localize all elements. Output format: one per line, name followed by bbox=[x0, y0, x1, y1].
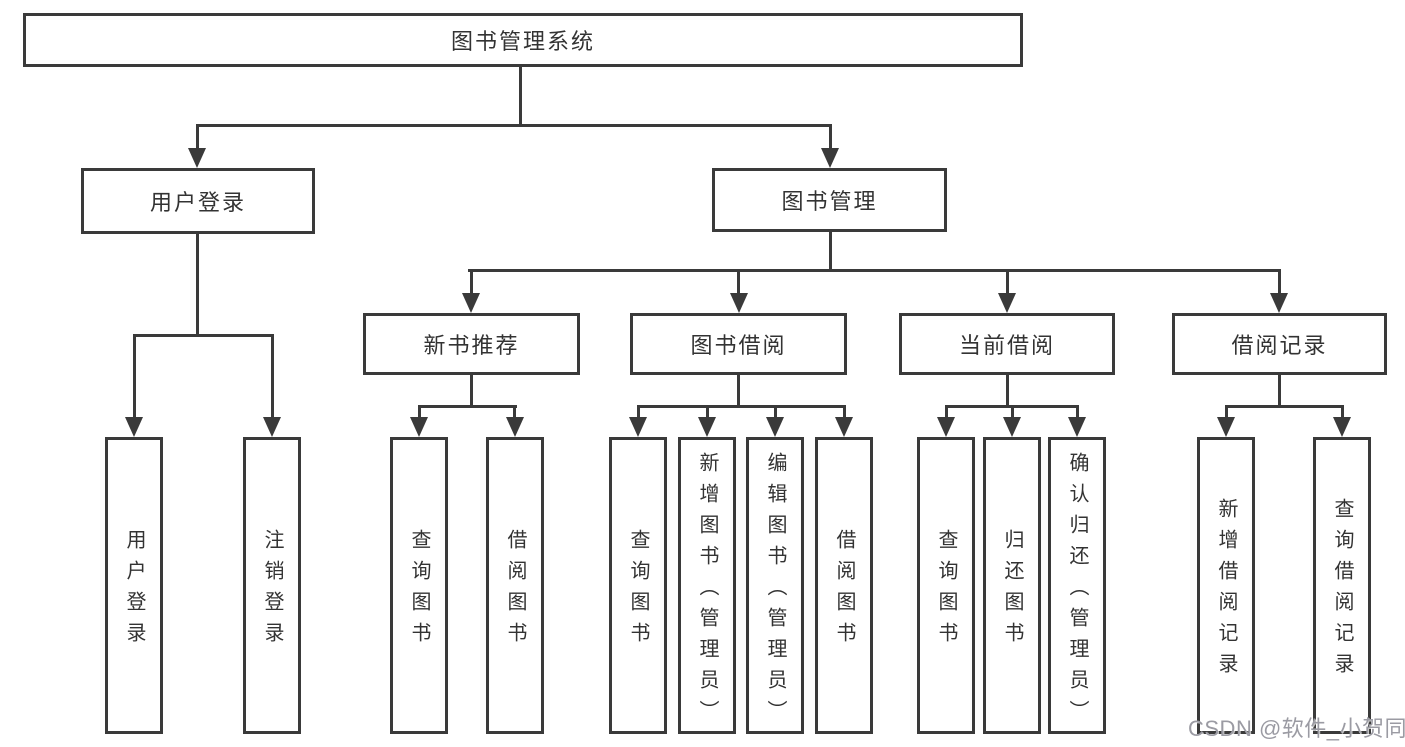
leaf-logout-login: 注销登录 bbox=[243, 437, 301, 734]
connector-drop bbox=[1341, 405, 1344, 419]
leaf-query-books-recommend: 查询图书 bbox=[390, 437, 448, 734]
arrow-down-icon bbox=[1270, 293, 1288, 313]
node-book-borrow: 图书借阅 bbox=[630, 313, 847, 375]
leaf-confirm-return-admin-label: 确认归还（管理员） bbox=[1066, 451, 1088, 731]
connector-drop bbox=[774, 405, 777, 419]
connector-current-borrow-stub bbox=[1006, 374, 1009, 408]
arrow-down-icon bbox=[698, 417, 716, 437]
arrow-down-icon bbox=[629, 417, 647, 437]
node-user-login: 用户登录 bbox=[81, 168, 315, 234]
connector-drop-leaf-user-login bbox=[133, 334, 136, 419]
connector-drop-new-book bbox=[470, 269, 473, 299]
leaf-add-book-admin: 新增图书（管理员） bbox=[678, 437, 736, 734]
leaf-query-books-recommend-label: 查询图书 bbox=[408, 529, 430, 653]
arrow-down-icon bbox=[263, 417, 281, 437]
leaf-query-books-current-label: 查询图书 bbox=[935, 529, 957, 653]
leaf-user-login-label: 用户登录 bbox=[123, 529, 145, 653]
connector-book-borrow-stub bbox=[737, 374, 740, 408]
node-root: 图书管理系统 bbox=[23, 13, 1023, 67]
leaf-borrow-books: 借阅图书 bbox=[815, 437, 873, 734]
connector-user-login-bus bbox=[133, 334, 274, 337]
arrow-down-icon bbox=[937, 417, 955, 437]
connector-drop-current-borrow bbox=[1006, 269, 1009, 299]
connector-borrow-record-stub bbox=[1278, 374, 1281, 408]
leaf-logout-login-label: 注销登录 bbox=[261, 529, 283, 653]
arrow-down-icon bbox=[1003, 417, 1021, 437]
arrow-down-icon bbox=[998, 293, 1016, 313]
connector-drop bbox=[706, 405, 709, 419]
node-current-borrow: 当前借阅 bbox=[899, 313, 1115, 375]
connector-new-book-stub bbox=[470, 374, 473, 408]
leaf-edit-book-admin: 编辑图书（管理员） bbox=[746, 437, 804, 734]
arrow-down-icon bbox=[766, 417, 784, 437]
connector-book-borrow-bus bbox=[637, 405, 846, 408]
connector-drop-user-login bbox=[196, 124, 199, 154]
connector-drop bbox=[637, 405, 640, 419]
leaf-query-books-borrow-label: 查询图书 bbox=[627, 529, 649, 653]
connector-user-login-stub bbox=[196, 234, 199, 336]
leaf-return-book: 归还图书 bbox=[983, 437, 1041, 734]
leaf-add-book-admin-label: 新增图书（管理员） bbox=[696, 451, 718, 731]
node-borrow-record: 借阅记录 bbox=[1172, 313, 1387, 375]
leaf-add-borrow-record-label: 新增借阅记录 bbox=[1215, 498, 1237, 684]
connector-drop-leaf-logout bbox=[271, 334, 274, 419]
connector-drop-borrow-record bbox=[1278, 269, 1281, 299]
leaf-query-borrow-record: 查询借阅记录 bbox=[1313, 437, 1371, 734]
arrow-down-icon bbox=[462, 293, 480, 313]
connector-root-stub bbox=[519, 66, 522, 126]
connector-drop bbox=[1076, 405, 1079, 419]
arrow-down-icon bbox=[1333, 417, 1351, 437]
arrow-down-icon bbox=[821, 148, 839, 168]
connector-drop bbox=[945, 405, 948, 419]
arrow-down-icon bbox=[1217, 417, 1235, 437]
arrow-down-icon bbox=[506, 417, 524, 437]
connector-drop bbox=[843, 405, 846, 419]
connector-drop bbox=[1225, 405, 1228, 419]
leaf-return-book-label: 归还图书 bbox=[1001, 529, 1023, 653]
leaf-borrow-books-recommend: 借阅图书 bbox=[486, 437, 544, 734]
node-new-book-recommend-label: 新书推荐 bbox=[423, 333, 520, 358]
connector-drop bbox=[418, 405, 421, 419]
arrow-down-icon bbox=[835, 417, 853, 437]
leaf-user-login: 用户登录 bbox=[105, 437, 163, 734]
node-borrow-record-label: 借阅记录 bbox=[1231, 333, 1328, 358]
leaf-edit-book-admin-label: 编辑图书（管理员） bbox=[764, 451, 786, 731]
leaf-confirm-return-admin: 确认归还（管理员） bbox=[1048, 437, 1106, 734]
leaf-query-borrow-record-label: 查询借阅记录 bbox=[1331, 498, 1353, 684]
leaf-borrow-books-label: 借阅图书 bbox=[833, 529, 855, 653]
connector-new-book-bus bbox=[418, 405, 517, 408]
connector-drop-book-borrow bbox=[737, 269, 740, 299]
connector-level2-bus bbox=[196, 124, 832, 127]
node-root-label: 图书管理系统 bbox=[450, 29, 595, 54]
connector-drop bbox=[513, 405, 516, 419]
arrow-down-icon bbox=[1068, 417, 1086, 437]
arrow-down-icon bbox=[125, 417, 143, 437]
node-book-management: 图书管理 bbox=[712, 168, 947, 232]
node-current-borrow-label: 当前借阅 bbox=[958, 333, 1055, 358]
connector-level3-bus bbox=[468, 269, 1281, 272]
arrow-down-icon bbox=[730, 293, 748, 313]
node-new-book-recommend: 新书推荐 bbox=[363, 313, 580, 375]
node-book-borrow-label: 图书借阅 bbox=[690, 333, 787, 358]
arrow-down-icon bbox=[188, 148, 206, 168]
leaf-query-books-borrow: 查询图书 bbox=[609, 437, 667, 734]
arrow-down-icon bbox=[410, 417, 428, 437]
leaf-query-books-current: 查询图书 bbox=[917, 437, 975, 734]
connector-borrow-record-bus bbox=[1225, 405, 1344, 408]
connector-drop bbox=[1011, 405, 1014, 419]
connector-book-management-stub bbox=[829, 232, 832, 272]
node-user-login-label: 用户登录 bbox=[149, 190, 246, 215]
connector-drop-book-management bbox=[829, 124, 832, 154]
leaf-borrow-books-recommend-label: 借阅图书 bbox=[504, 529, 526, 653]
csdn-watermark: CSDN @软件_小贺同学 bbox=[1188, 716, 1405, 741]
node-book-management-label: 图书管理 bbox=[781, 189, 878, 214]
leaf-add-borrow-record: 新增借阅记录 bbox=[1197, 437, 1255, 734]
